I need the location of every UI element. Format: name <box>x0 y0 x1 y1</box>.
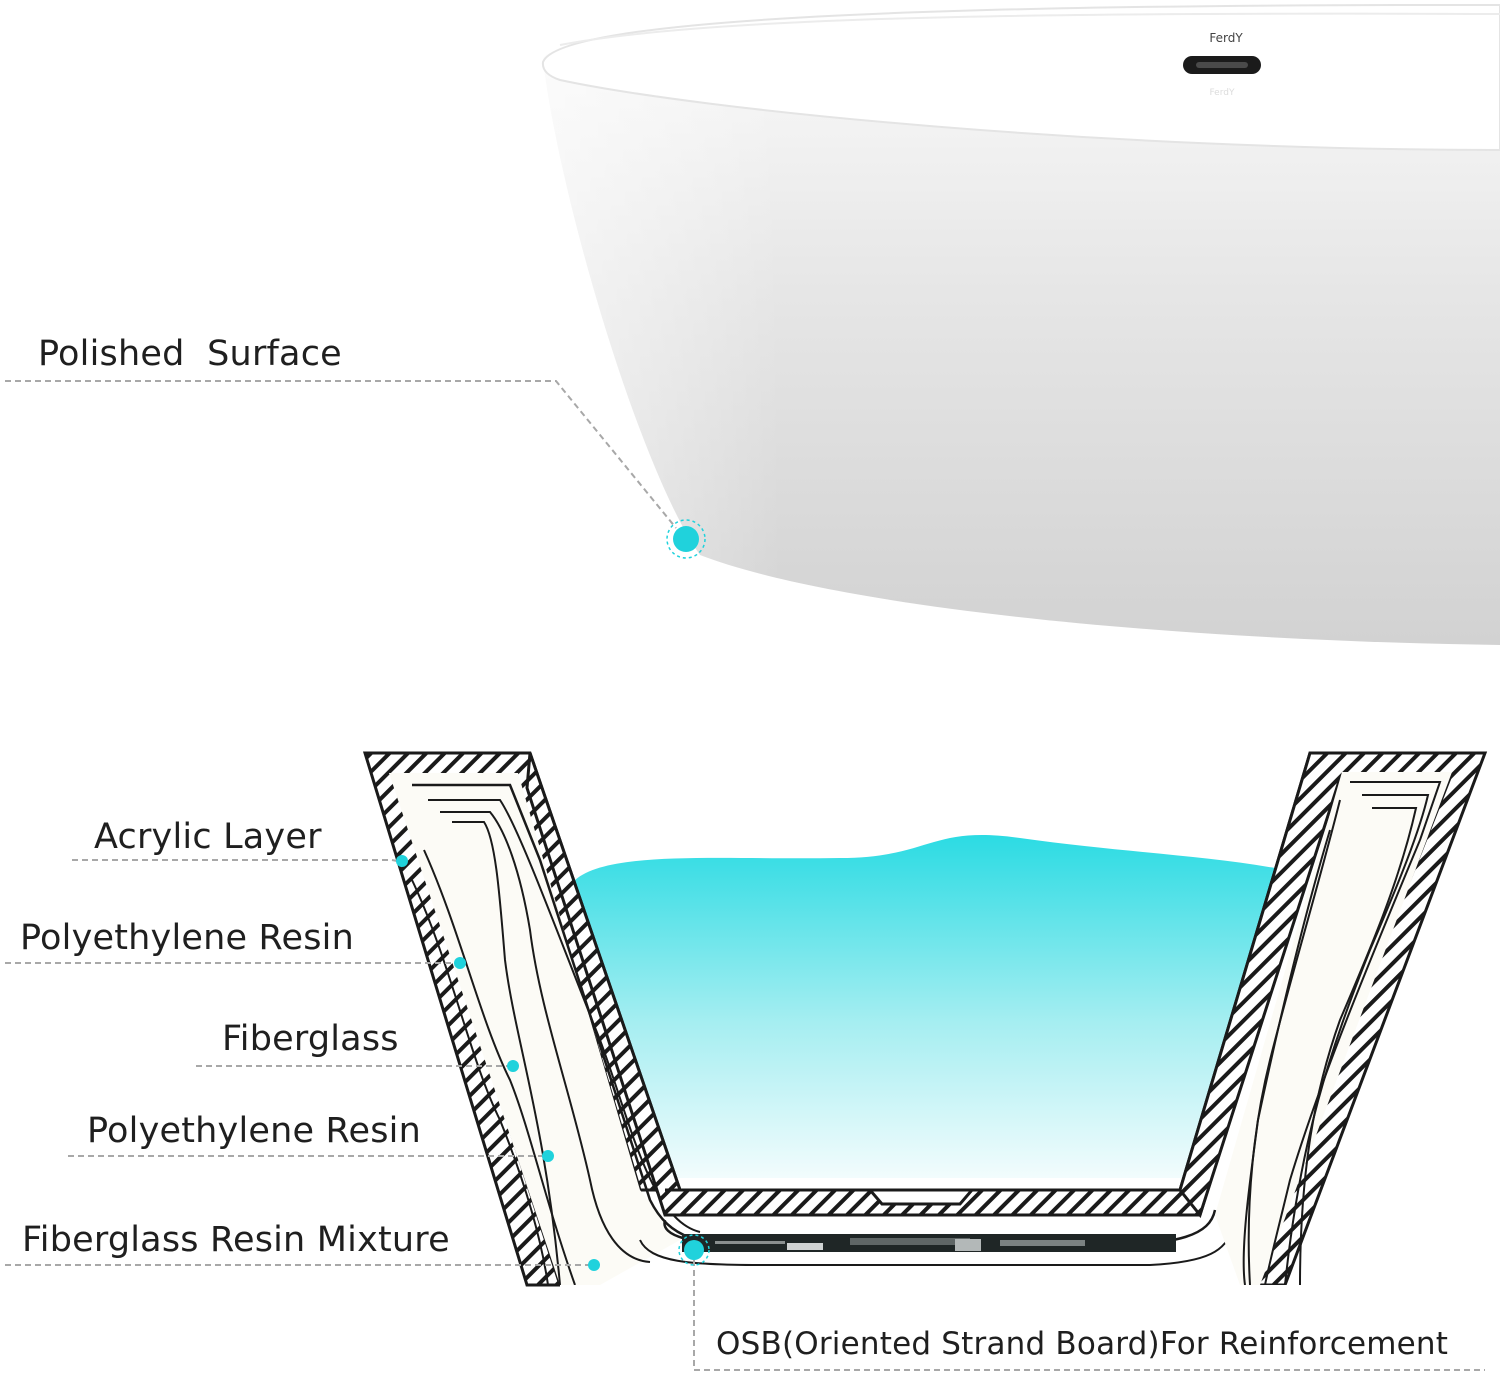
label-polished-surface: Polished Surface <box>38 334 342 374</box>
bathtub-rim <box>541 3 1500 152</box>
marker-dot-osb <box>684 1240 704 1260</box>
label-polyethylene-resin-1: Polyethylene Resin <box>20 918 354 958</box>
left-wall-core <box>389 773 680 1285</box>
label-acrylic-layer: Acrylic Layer <box>94 817 322 857</box>
bathtub-render: FerdY FerdY <box>541 3 1500 645</box>
water-fill <box>575 834 1275 1178</box>
marker-dot-fiberglass <box>507 1060 519 1072</box>
marker-dot-acrylic-layer <box>396 855 408 867</box>
bathtub-shell-highlight <box>543 5 1500 645</box>
label-polyethylene-resin-2: Polyethylene Resin <box>87 1111 421 1151</box>
label-fiberglass: Fiberglass <box>222 1019 399 1059</box>
leader-osb <box>693 1250 1485 1371</box>
marker-dot-polyethylene-resin-2 <box>542 1150 554 1162</box>
brand-logo-small: FerdY <box>1210 88 1235 98</box>
bathtub-inner-edge <box>559 12 1500 46</box>
callout-markers <box>396 855 710 1271</box>
marker-dot-osb-ring <box>678 1234 710 1266</box>
callout-polished-surface-leader <box>5 380 706 559</box>
label-fiberglass-resin-mixture: Fiberglass Resin Mixture <box>22 1220 450 1260</box>
label-osb: OSB(Oriented Strand Board)For Reinforcem… <box>716 1326 1449 1362</box>
right-wall-core <box>1215 772 1452 1285</box>
leader-acrylic-layer <box>72 859 403 863</box>
marker-dot-fiberglass-resin-mixture <box>588 1259 600 1271</box>
brand-logo: FerdY <box>1209 31 1243 45</box>
marker-dot-polished-surface <box>666 519 706 559</box>
marker-dot-polyethylene-resin-1 <box>454 957 466 969</box>
cross-section <box>362 751 1488 1295</box>
